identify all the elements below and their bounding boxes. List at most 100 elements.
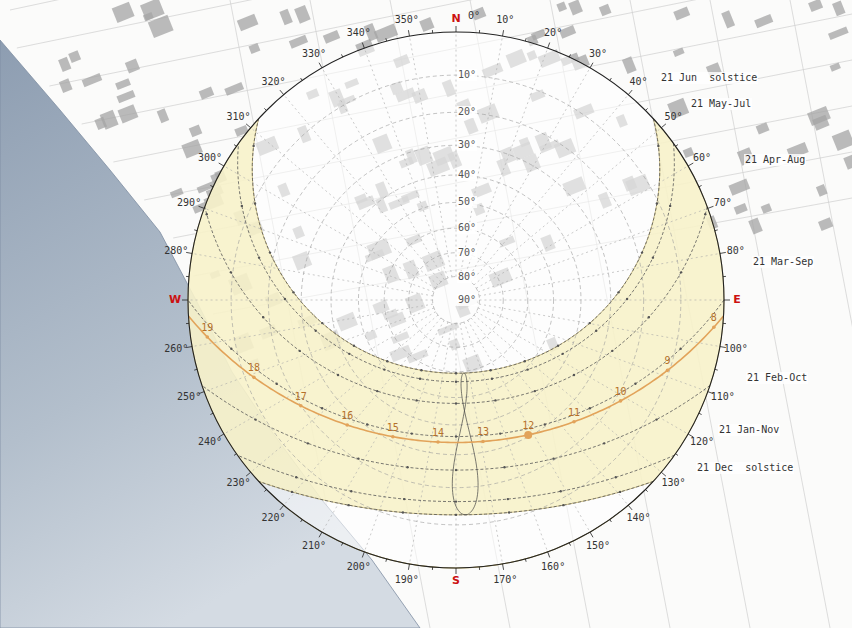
hour-dot xyxy=(615,476,617,478)
hour-dot xyxy=(402,511,404,513)
elevation-label: 20° xyxy=(457,106,477,118)
hour-dot xyxy=(419,377,421,379)
azimuth-label: 300° xyxy=(198,152,222,164)
elevation-ring xyxy=(433,277,480,324)
azimuth-label: 160° xyxy=(541,561,565,573)
map-building xyxy=(622,56,637,74)
hour-dot xyxy=(455,514,457,516)
hour-dot xyxy=(656,202,658,204)
horizon-circle xyxy=(188,32,724,568)
azimuth-tick xyxy=(186,276,189,277)
elevation-label: 60° xyxy=(457,222,477,234)
elevation-ring xyxy=(331,175,581,425)
hour-dot xyxy=(353,345,355,347)
azimuth-label: 120° xyxy=(690,436,714,448)
map-building xyxy=(728,179,750,196)
hour-label: 8 xyxy=(711,312,717,324)
azimuth-ray xyxy=(474,128,661,285)
hour-dot xyxy=(252,145,254,147)
hour-dot xyxy=(295,476,297,478)
azimuth-tick xyxy=(319,63,322,68)
map-building xyxy=(248,43,260,54)
hour-marker xyxy=(619,399,623,403)
hour-dot xyxy=(406,466,408,468)
azimuth-label: 330° xyxy=(302,48,326,60)
map-road xyxy=(790,0,852,628)
date-path xyxy=(238,143,675,381)
hour-dot xyxy=(321,322,323,324)
hour-dot xyxy=(507,498,509,500)
azimuth-tick xyxy=(479,567,480,570)
hour-dot xyxy=(494,399,496,401)
azimuth-ray xyxy=(224,166,436,288)
azimuth-label: 0° xyxy=(468,10,480,22)
map-building xyxy=(125,58,140,73)
azimuth-tick xyxy=(456,568,457,574)
azimuth-label: 40° xyxy=(630,76,648,88)
azimuth-ray xyxy=(188,300,433,301)
map-building xyxy=(808,0,823,12)
azimuth-tick xyxy=(590,63,593,68)
map-building xyxy=(830,62,841,71)
hour-dot xyxy=(254,418,256,420)
map-building xyxy=(116,90,135,103)
map-building xyxy=(419,17,434,32)
azimuth-tick xyxy=(525,38,527,41)
hour-dot xyxy=(589,407,591,409)
date-label: 21 Mar-Sep xyxy=(752,256,814,268)
azimuth-label: 210° xyxy=(302,540,326,552)
hour-label: 19 xyxy=(201,322,213,334)
map-building xyxy=(224,82,244,96)
azimuth-tick xyxy=(610,520,612,522)
map-building xyxy=(816,184,828,197)
hour-dot xyxy=(230,348,232,350)
compass-letter: E xyxy=(733,294,741,306)
elevation-ring xyxy=(358,202,553,397)
elevation-label: 30° xyxy=(457,139,477,151)
today-path xyxy=(188,316,723,443)
map-building xyxy=(117,104,138,123)
hour-dot xyxy=(455,372,457,374)
map-building xyxy=(115,78,131,90)
azimuth-label: 150° xyxy=(586,540,610,552)
hour-dot xyxy=(455,469,457,471)
azimuth-label: 80° xyxy=(727,245,745,257)
hour-dot xyxy=(634,383,636,385)
hour-dot xyxy=(357,457,359,459)
map-building xyxy=(818,217,833,231)
hour-dot xyxy=(560,490,562,492)
hour-dot xyxy=(411,432,413,434)
azimuth-tick xyxy=(646,108,648,110)
hour-dot xyxy=(307,442,309,444)
azimuth-tick xyxy=(723,323,726,324)
hour-dot xyxy=(589,322,591,324)
azimuth-tick xyxy=(385,559,387,562)
date-label: 21 Jun solstice xyxy=(660,72,758,84)
map-building xyxy=(748,217,763,234)
azimuth-tick xyxy=(301,520,303,522)
azimuth-ray xyxy=(364,48,448,278)
hour-dot xyxy=(455,380,457,382)
azimuth-ray xyxy=(322,320,444,532)
elevation-label: 50° xyxy=(457,196,477,208)
map-building xyxy=(807,106,831,126)
azimuth-tick xyxy=(715,369,718,371)
date-label: 21 Apr-Aug xyxy=(744,154,806,166)
date-label: 21 Jan-Nov xyxy=(718,424,780,436)
hour-dot xyxy=(254,202,256,204)
hour-dot xyxy=(657,145,659,147)
azimuth-tick xyxy=(569,54,570,57)
azimuth-tick xyxy=(676,454,678,456)
date-label: 21 May-Jul xyxy=(690,98,752,110)
azimuth-tick xyxy=(194,369,197,371)
azimuth-tick xyxy=(699,413,702,414)
hour-dot xyxy=(262,316,264,318)
map-building xyxy=(828,26,849,40)
azimuth-label: 30° xyxy=(589,48,607,60)
date-path xyxy=(188,300,724,437)
azimuth-tick xyxy=(234,454,236,456)
hour-dot xyxy=(603,442,605,444)
map-building xyxy=(279,9,293,25)
